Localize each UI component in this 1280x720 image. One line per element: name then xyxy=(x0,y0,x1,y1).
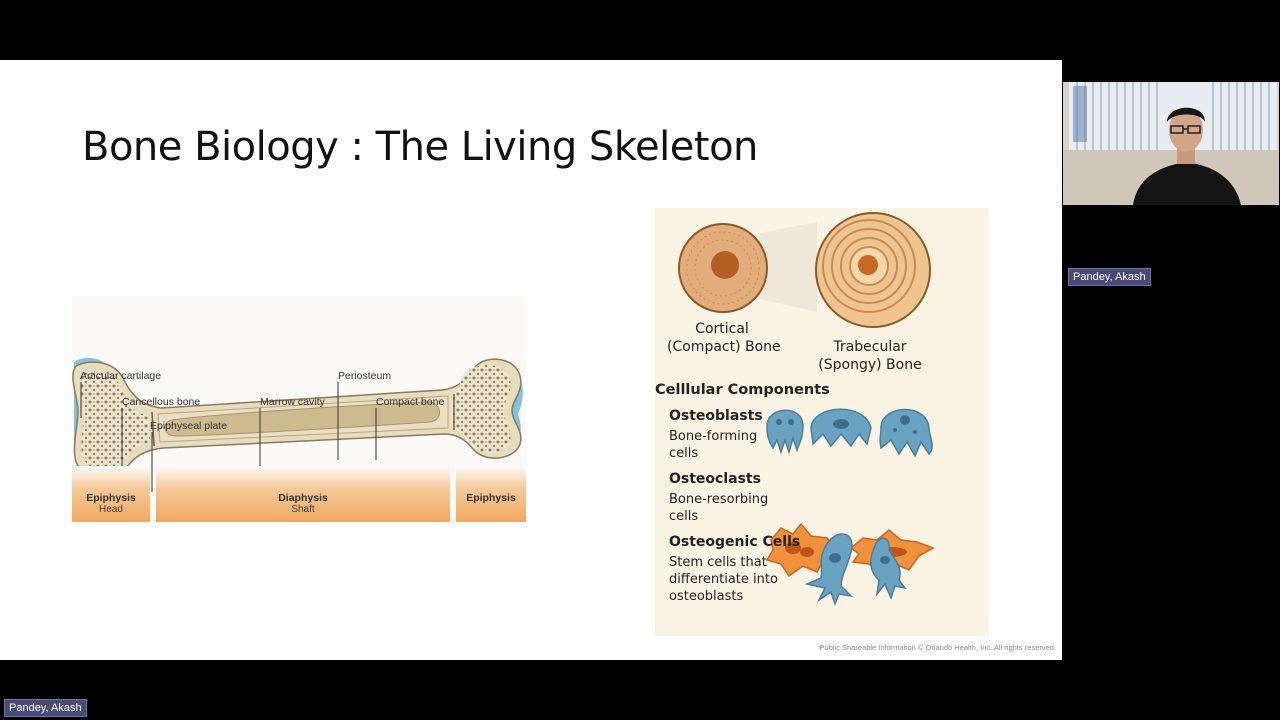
slide-footer-note: Public Shareable Information © Orlando H… xyxy=(819,643,1056,652)
bone-cells-illustration xyxy=(678,212,935,607)
shared-slide: Bone Biology : The Living Skeleton xyxy=(0,60,1062,660)
region-sub: Shaft xyxy=(291,504,315,515)
desc-line: osteoblasts xyxy=(669,589,744,604)
region-sub: Head xyxy=(99,504,123,515)
label-periosteum: Periosteum xyxy=(338,370,392,382)
cell-name-osteogenic: Osteogenic Cells xyxy=(669,534,801,550)
presenter-video-feed xyxy=(1063,82,1279,205)
desc-line: cells xyxy=(669,446,699,461)
slide-title: Bone Biology : The Living Skeleton xyxy=(82,124,758,170)
region-name: Diaphysis xyxy=(278,492,328,504)
presenter-video-tile[interactable] xyxy=(1063,82,1279,205)
long-bone-diagram: Articular cartilage Cancellous bone Epip… xyxy=(72,296,526,522)
trabecular-caption: Trabecular (Spongy) Bone xyxy=(815,338,925,374)
self-name-tag: Pandey, Akash xyxy=(4,699,87,717)
trabecular-caption-line-2: (Spongy) Bone xyxy=(818,357,922,373)
desc-line: Stem cells that xyxy=(669,555,767,570)
label-marrow-cavity: Marrow cavity xyxy=(260,396,325,408)
cortical-caption-line-2: (Compact) Bone xyxy=(667,339,781,355)
cell-name-osteoclasts: Osteoclasts xyxy=(669,471,761,487)
region-epiphysis-right: Epiphysis xyxy=(456,466,526,522)
label-epiphyseal-plate: Epiphyseal plate xyxy=(150,420,228,432)
label-articular-cartilage: Articular cartilage xyxy=(80,370,162,382)
cell-desc-osteoblasts: Bone-forming cells xyxy=(669,428,757,462)
region-name: Epiphysis xyxy=(86,492,136,504)
bone-cells-infographic: Cortical (Compact) Bone Trabecular (Spon… xyxy=(655,208,989,636)
label-compact-bone: Compact bone xyxy=(376,396,445,408)
region-diaphysis: Diaphysis Shaft xyxy=(156,466,450,522)
desc-line: Bone-resorbing xyxy=(669,492,769,507)
cell-desc-osteogenic: Stem cells that differentiate into osteo… xyxy=(669,554,778,605)
trabecular-caption-line-1: Trabecular xyxy=(833,339,907,355)
cortical-caption-line-1: Cortical xyxy=(695,321,749,337)
desc-line: Bone-forming xyxy=(669,429,758,444)
long-bone-illustration xyxy=(72,357,523,492)
presenter-name-tag: Pandey, Akash xyxy=(1068,268,1151,286)
desc-line: differentiate into xyxy=(669,572,778,587)
cell-desc-osteoclasts: Bone-resorbing cells xyxy=(669,491,768,525)
desc-line: cells xyxy=(669,509,699,524)
label-cancellous-bone: Cancellous bone xyxy=(122,396,201,408)
cell-name-osteoblasts: Osteoblasts xyxy=(669,408,763,424)
cellular-components-heading: Celllular Components xyxy=(655,382,830,398)
cortical-caption: Cortical (Compact) Bone xyxy=(667,320,781,356)
region-name: Epiphysis xyxy=(466,492,516,504)
region-epiphysis-left: Epiphysis Head xyxy=(72,466,150,522)
